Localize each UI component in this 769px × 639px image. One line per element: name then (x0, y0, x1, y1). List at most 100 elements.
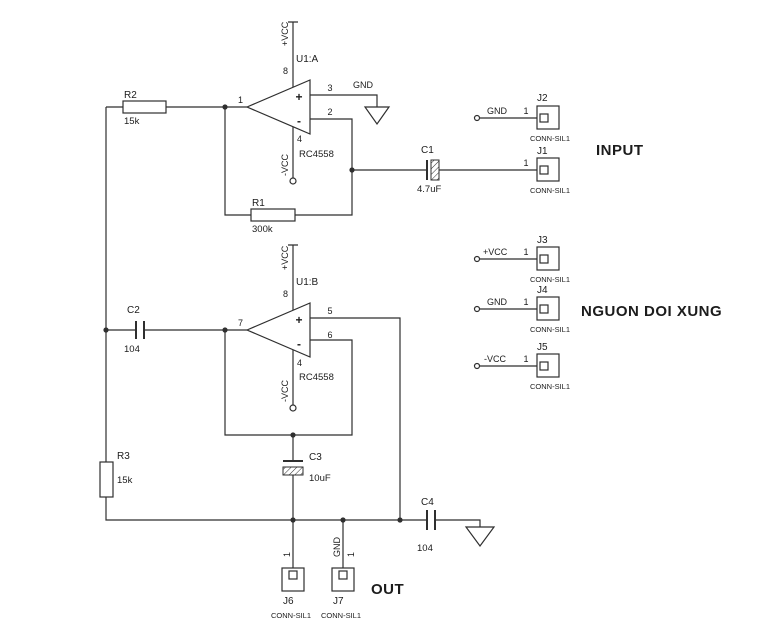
resistor-body[interactable] (99, 461, 114, 498)
junction-dot (290, 517, 296, 523)
connector-pin-square (539, 361, 549, 371)
vcc-label: +VCC (280, 21, 290, 46)
power-pin-circle (289, 177, 297, 185)
connector-j5[interactable]: J5 CONN-SIL1 1 -VCC (473, 342, 571, 391)
capacitor-ref: C4 (421, 497, 434, 508)
opamp-u1a[interactable]: U1:A RC4558 1 3 2 8 4 + - (238, 54, 334, 160)
opamp-ref: U1:A (296, 54, 319, 65)
plus-input-sign: + (295, 90, 302, 104)
junction-dot (103, 327, 109, 333)
resistor-body[interactable] (122, 100, 167, 114)
gnd-flag-u1a: GND (353, 80, 391, 126)
resistor-r2[interactable]: R2 15k (122, 90, 167, 127)
resistor-value: 15k (124, 116, 140, 127)
connector-type: CONN-SIL1 (530, 186, 570, 195)
connector-pin-number: 1 (523, 106, 528, 116)
power-pin-circle (289, 404, 297, 412)
connector-j3[interactable]: J3 CONN-SIL1 1 +VCC (473, 235, 571, 284)
terminal-circle (473, 114, 481, 122)
pin-number-vplus: 8 (283, 66, 288, 76)
terminal-circle (473, 305, 481, 313)
pin-number-vminus: 4 (297, 134, 302, 144)
capacitor-value: 10uF (309, 473, 331, 484)
pin-number-inverting: 6 (327, 330, 332, 340)
resistor-ref: R2 (124, 90, 137, 101)
vee-flag-u1b: -VCC (280, 380, 297, 412)
opamp-u1b[interactable]: U1:B RC4558 7 5 6 8 4 + - (238, 277, 334, 383)
connector-pin-square (539, 113, 549, 123)
vcc-label: +VCC (280, 245, 290, 270)
terminal-circle (473, 255, 481, 263)
connector-j7[interactable]: GND 1 J7 CONN-SIL1 (321, 537, 361, 621)
vee-flag-u1a: -VCC (280, 154, 297, 185)
pin-number-noninverting: 3 (327, 83, 332, 93)
connector-j6[interactable]: 1 J6 CONN-SIL1 (271, 552, 311, 620)
capacitor-c3[interactable]: C3 10uF (282, 452, 331, 484)
connector-j1[interactable]: J1 CONN-SIL1 1 (523, 146, 570, 195)
connector-type: CONN-SIL1 (271, 611, 311, 620)
resistor-r1[interactable]: R1 300k (250, 198, 296, 235)
title-output: OUT (371, 581, 404, 598)
connector-pin-number: 1 (523, 297, 528, 307)
net-label: GND (332, 537, 342, 558)
connector-ref: J2 (537, 93, 548, 104)
connector-pin-number: 1 (523, 354, 528, 364)
title-input: INPUT (596, 142, 644, 159)
capacitor-ref: C3 (309, 452, 322, 463)
junction-dot (222, 327, 228, 333)
opamp-part: RC4558 (299, 372, 334, 383)
opamp-triangle[interactable] (245, 302, 311, 358)
connector-ref: J1 (537, 146, 548, 157)
pin-number-noninverting: 5 (327, 306, 332, 316)
resistor-body[interactable] (250, 208, 296, 222)
junction-dot (349, 167, 355, 173)
resistor-value: 300k (252, 224, 273, 235)
connector-pin-square (539, 254, 549, 264)
connector-pin-square (338, 570, 348, 580)
capacitor-value: 4.7uF (417, 184, 441, 195)
junction-dot (290, 432, 296, 438)
junction-dot (397, 517, 403, 523)
pin-number-vminus: 4 (297, 358, 302, 368)
capacitor-plates (135, 321, 145, 339)
ground-symbol (464, 526, 496, 548)
connector-type: CONN-SIL1 (530, 134, 570, 143)
ground-symbol (363, 106, 391, 126)
gnd-flag-output (464, 526, 496, 548)
capacitor-c4[interactable]: C4 104 (417, 497, 436, 554)
connector-ref: J5 (537, 342, 548, 353)
connector-type: CONN-SIL1 (530, 275, 570, 284)
vcc-flag-u1a: +VCC (280, 21, 290, 46)
pin-number-vplus: 8 (283, 289, 288, 299)
pin-number-inverting: 2 (327, 107, 332, 117)
capacitor-plate-polarized (282, 466, 304, 476)
minus-input-sign: - (297, 114, 301, 128)
capacitor-ref: C2 (127, 305, 140, 316)
pin-number-output: 7 (238, 318, 243, 328)
connector-ref: J6 (283, 596, 294, 607)
gnd-label: GND (353, 80, 374, 90)
capacitor-plate-polarized (430, 159, 440, 181)
connector-type: CONN-SIL1 (530, 382, 570, 391)
connector-pin-number: 1 (282, 552, 292, 557)
opamp-triangle[interactable] (245, 79, 311, 135)
opamp-part: RC4558 (299, 149, 334, 160)
connector-j4[interactable]: J4 CONN-SIL1 1 GND (473, 285, 571, 334)
connector-pin-square (539, 165, 549, 175)
connector-ref: J7 (333, 596, 344, 607)
vee-label: -VCC (280, 154, 290, 176)
capacitor-c1[interactable]: C1 4.7uF (417, 145, 441, 195)
vee-label: -VCC (280, 380, 290, 402)
resistor-ref: R1 (252, 198, 265, 209)
capacitor-c2[interactable]: C2 104 (124, 305, 145, 355)
connector-pin-square (539, 304, 549, 314)
net-label: GND (487, 106, 508, 116)
minus-input-sign: - (297, 337, 301, 351)
connector-pin-number: 1 (523, 158, 528, 168)
pin-number-output: 1 (238, 95, 243, 105)
resistor-r3[interactable]: R3 15k (99, 451, 133, 498)
wire-segments (105, 21, 537, 568)
connector-j2[interactable]: J2 CONN-SIL1 1 GND (473, 93, 571, 143)
